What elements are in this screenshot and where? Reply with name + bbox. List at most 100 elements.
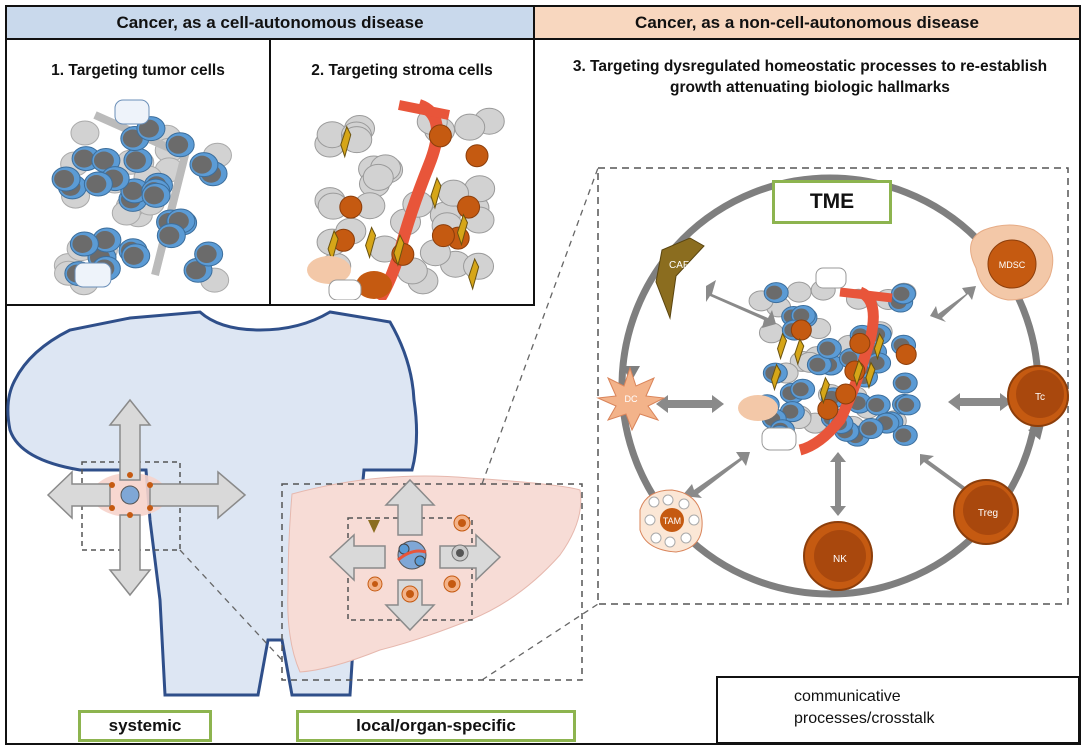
tc-label: Tc <box>1035 392 1045 403</box>
fibroblast <box>865 361 876 390</box>
macrophage <box>738 395 778 421</box>
systemic-label: systemic <box>108 716 182 735</box>
liver-dashed-region <box>281 483 583 681</box>
tumor-nucleus <box>793 308 810 323</box>
systemic-label-box: systemic <box>78 710 212 742</box>
caf-cell: CAF <box>655 237 705 320</box>
stroma-cluster-graphic <box>307 99 505 300</box>
liver-stroma-cells <box>367 514 471 603</box>
local-label: local/organ-specific <box>356 716 516 735</box>
panel-stroma-title: 2. Targeting stroma cells <box>311 62 493 79</box>
vesicle-cell <box>815 267 847 289</box>
nk-label: NK <box>833 554 847 565</box>
panel-stroma-cells: 2. Targeting stroma cells <box>269 38 535 306</box>
liver-crosstalk-arrows <box>328 478 502 632</box>
tme-title-box: TME <box>772 180 892 224</box>
tumor-cell-grey <box>454 113 486 141</box>
tumor-nucleus <box>196 245 217 264</box>
tumor-nucleus <box>72 234 93 253</box>
blood-vessel <box>839 287 893 303</box>
tumor-nucleus <box>819 341 836 356</box>
panel-tumor-title: 1. Targeting tumor cells <box>51 62 225 79</box>
tumor-nucleus <box>74 149 95 168</box>
immune-cell <box>465 144 489 168</box>
tumor-nucleus <box>168 135 189 154</box>
local-label-box: local/organ-specific <box>296 710 576 742</box>
dc-label: DC <box>625 394 638 404</box>
connector-liver-tme-bottom <box>481 603 599 681</box>
tumor-nucleus <box>895 428 912 443</box>
tumor-nucleus <box>144 186 165 205</box>
macrophage <box>307 256 351 284</box>
immune-cell <box>817 398 839 420</box>
immune-cell <box>849 332 871 354</box>
tme-region <box>597 167 1069 605</box>
ring-arrowhead-right <box>1028 424 1044 440</box>
fibroblast <box>770 363 782 392</box>
fibroblast <box>393 233 405 267</box>
tumor-nucleus <box>809 357 826 372</box>
tumor-nucleus <box>122 181 143 200</box>
vesicle-cell <box>761 427 797 451</box>
tumor-nucleus <box>792 382 809 397</box>
tumor-nucleus <box>895 376 912 391</box>
immune-cell <box>356 271 392 299</box>
tumor-nucleus <box>766 285 783 300</box>
liver-organ <box>287 475 582 673</box>
fibroblast <box>456 213 469 247</box>
mdsc-cell: MDSC <box>970 224 1054 301</box>
tumor-nucleus <box>138 119 159 138</box>
vesicle-cell <box>74 262 112 288</box>
tumor-cell-grey <box>362 163 394 191</box>
tumor-cluster-graphic <box>51 99 232 296</box>
panel-homeostatic-title: 3. Targeting dysregulated homeostatic pr… <box>572 58 1048 96</box>
mdsc-label: MDSC <box>999 260 1026 270</box>
fibroblast <box>365 226 377 260</box>
tumor-cell-grey <box>786 281 812 303</box>
tumor-nucleus <box>94 230 115 249</box>
tumor-nucleus <box>191 155 212 174</box>
fibroblast <box>777 332 788 361</box>
tumor-nucleus <box>122 129 143 148</box>
tme-central-tumor <box>738 267 921 456</box>
immune-cell <box>835 383 857 405</box>
connector-body-liver <box>179 549 283 661</box>
tme-title: TME <box>809 190 855 213</box>
immune-cell <box>895 343 917 365</box>
fibroblast <box>873 332 885 361</box>
stroma-cells-illustration <box>307 99 505 300</box>
nk-cell: NK <box>803 521 873 591</box>
tam-label: TAM <box>663 516 681 526</box>
tumor-nucleus <box>898 397 915 412</box>
panel-tumor-cells: 1. Targeting tumor cells <box>5 38 271 306</box>
liver-tumor-cluster <box>397 540 427 570</box>
legend-box: communicative processes/crosstalk <box>716 676 1080 744</box>
tumor-nucleus <box>782 404 799 419</box>
tumor-cells-illustration <box>51 99 232 296</box>
tumor-nucleus <box>54 169 75 188</box>
immune-cell <box>457 195 481 219</box>
dc-cell: DC <box>596 366 666 432</box>
stroma-cell-grey <box>70 120 100 146</box>
fibroblast <box>468 257 480 291</box>
vesicle-cell <box>114 99 150 125</box>
immune-cell <box>428 124 452 148</box>
treg-cell: Treg <box>953 479 1019 545</box>
connector-liver-tme-top <box>481 167 599 485</box>
fibroblast <box>853 359 864 387</box>
blood-vessel <box>398 100 450 120</box>
body-crosstalk-arrows <box>46 398 247 597</box>
tumor-nucleus <box>159 226 180 245</box>
tumor-nucleus <box>186 261 207 280</box>
treg-label: Treg <box>978 508 998 519</box>
header-non-cell-autonomous: Cancer, as a non-cell-autonomous disease <box>533 5 1081 40</box>
tc-cell: Tc <box>1007 365 1069 427</box>
blood-vessel <box>798 286 879 456</box>
fibroblast <box>430 176 442 210</box>
tumor-nucleus <box>123 246 144 265</box>
immune-cell <box>431 224 455 248</box>
fibroblast <box>794 337 805 366</box>
tumor-nucleus <box>86 175 107 194</box>
body-tumor-cluster <box>109 472 153 518</box>
